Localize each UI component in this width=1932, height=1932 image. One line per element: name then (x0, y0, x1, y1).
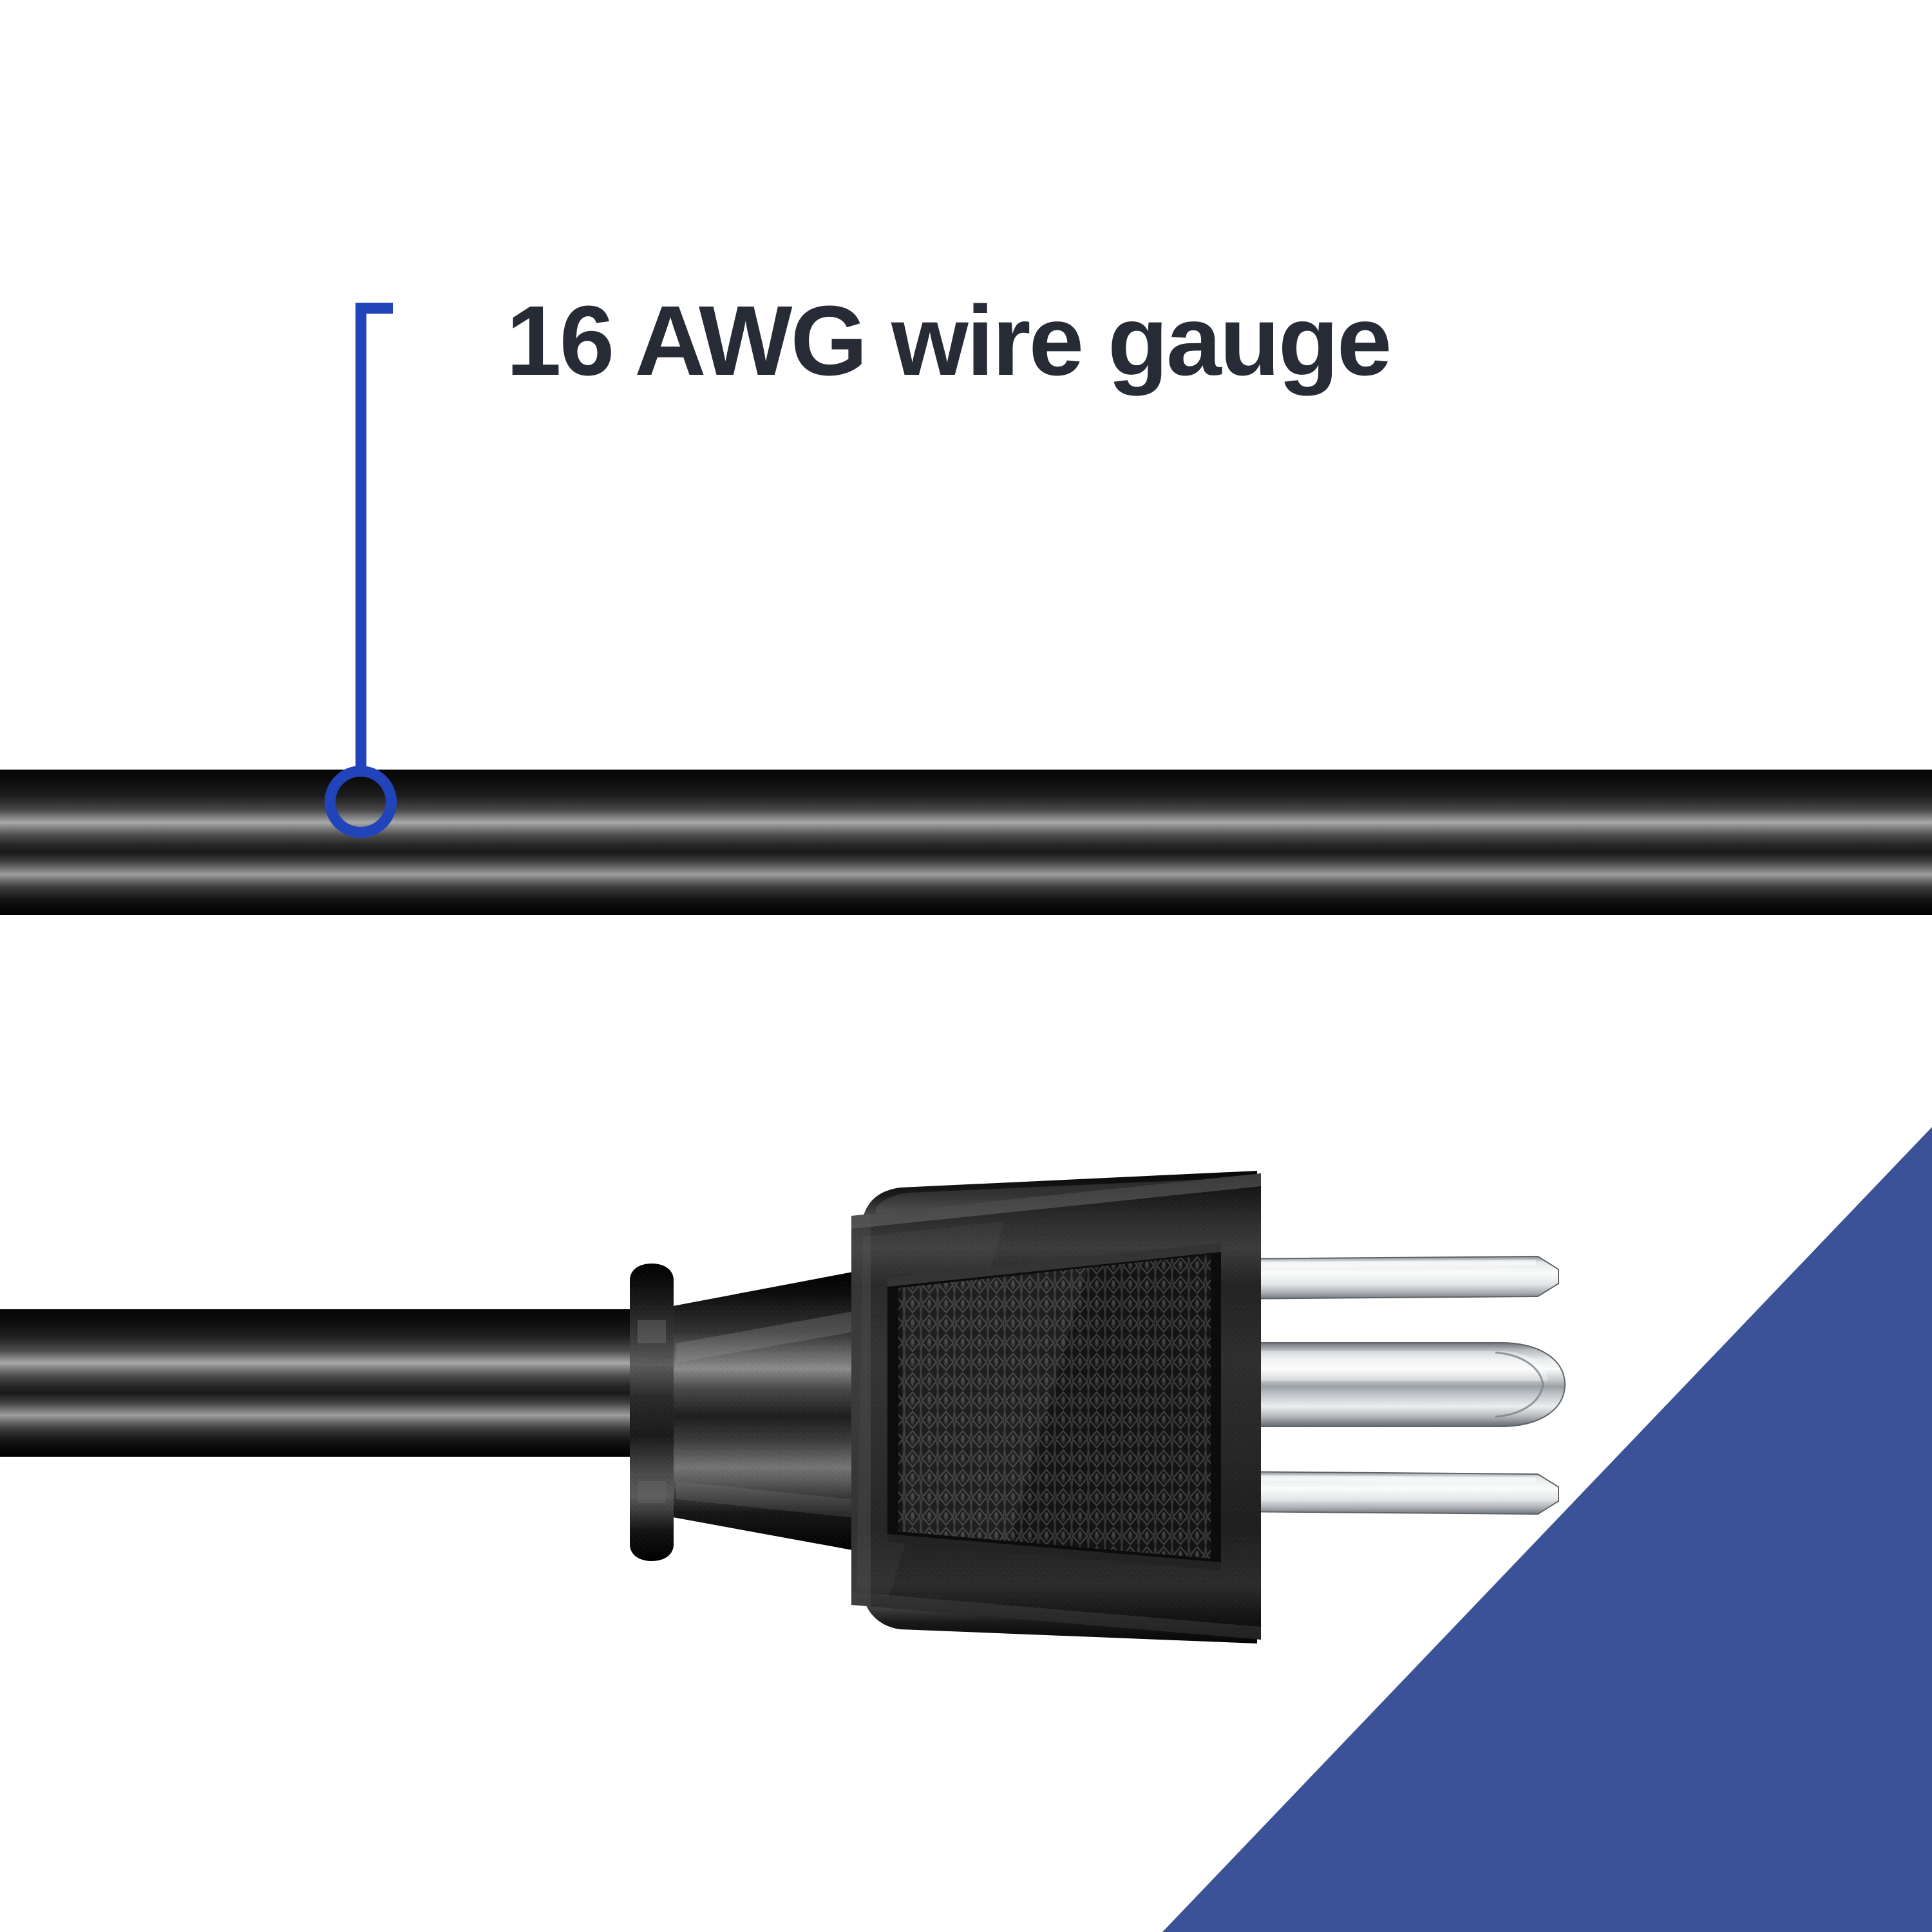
cable-bottom-surface (0, 1309, 683, 1457)
ground-pin-prong (1223, 1342, 1566, 1427)
callout-leader-vertical (355, 303, 366, 768)
cable-top (0, 770, 1932, 915)
plug-body (851, 1171, 1261, 1643)
prong-group (1223, 1255, 1566, 1515)
headline-text: 16 AWG wire gauge (506, 285, 1392, 396)
callout-leader-horizontal (355, 303, 393, 314)
cable-bottom (0, 1309, 683, 1457)
plug-grip-texture (898, 1255, 1211, 1558)
cable-top-surface (0, 770, 1932, 915)
